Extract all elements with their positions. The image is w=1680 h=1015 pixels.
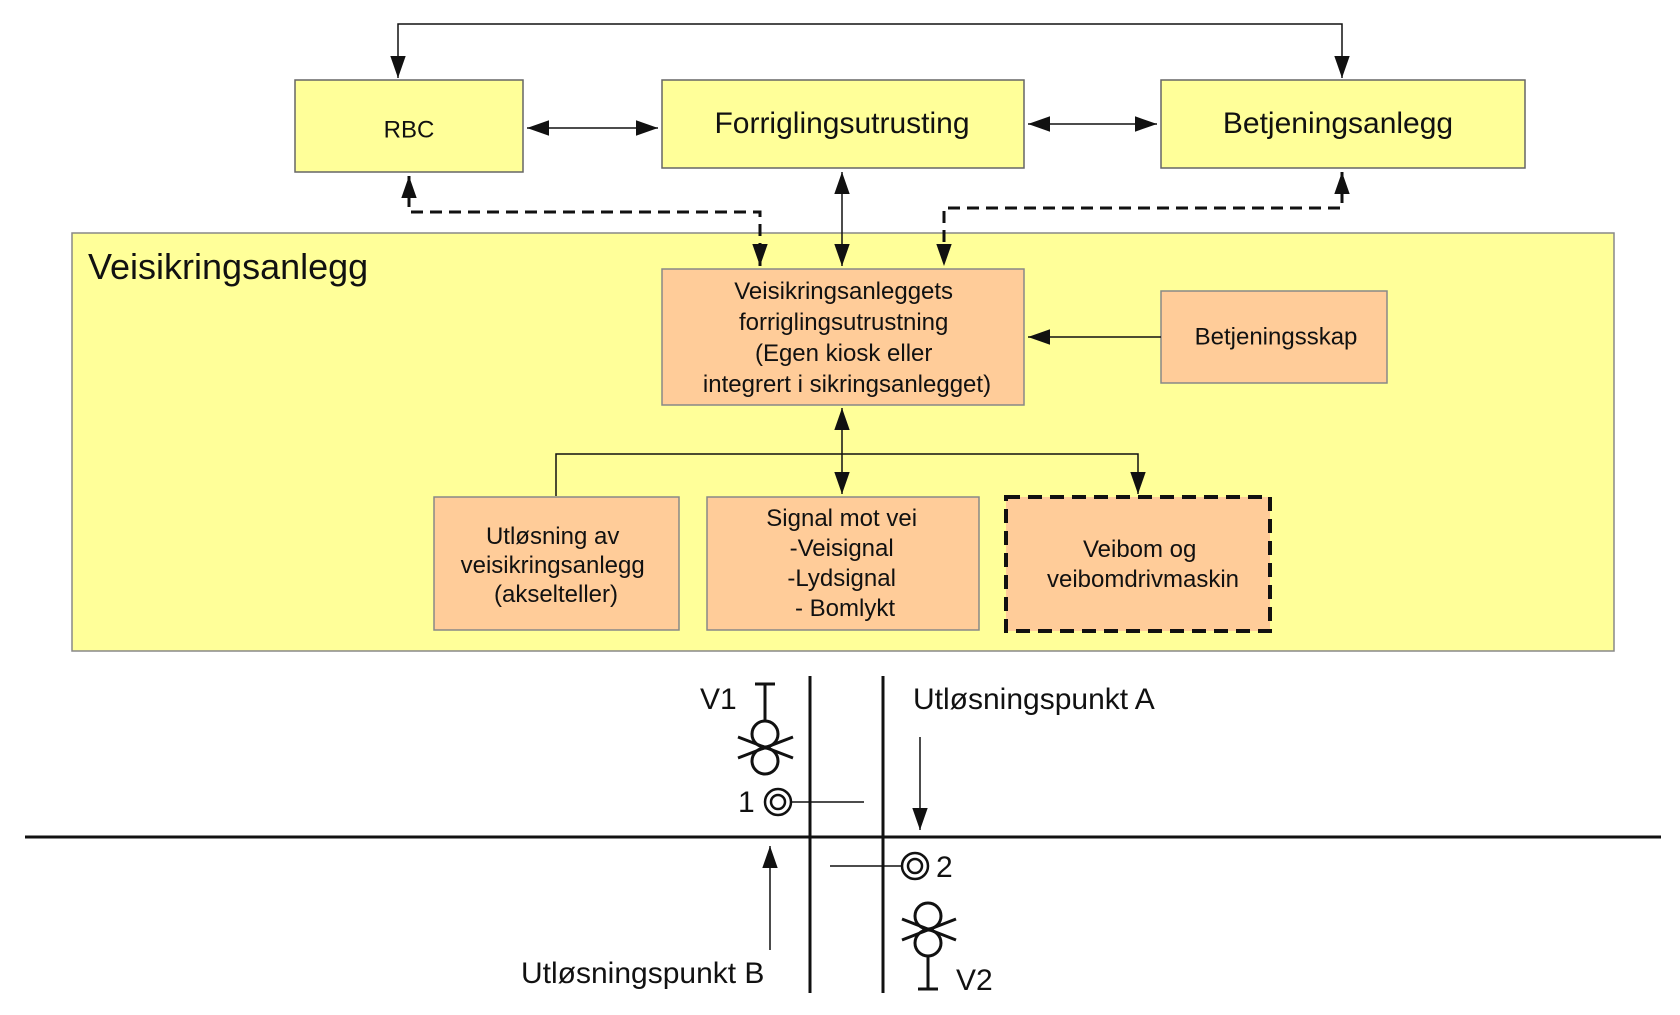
dashed-rbc-connector — [401, 176, 768, 266]
signal-label: Signal mot vei -Veisignal -Lydsignal - B… — [766, 505, 923, 622]
track-schematic: V1 1 2 V2 Utløsningspunkt A — [25, 676, 1661, 997]
top-loop-connector — [390, 23, 1350, 78]
trigger-line-1: Utløsning av — [486, 523, 619, 550]
trigger-point-b-label: Utløsningspunkt B — [521, 957, 764, 990]
rbc-label: RBC — [384, 116, 435, 143]
dashed-betjening-connector — [936, 172, 1350, 266]
interlock-line-4: integrert i sikringsanlegget) — [703, 371, 991, 398]
axle-counter-1-label: 1 — [738, 786, 755, 819]
barrier-line-2: veibomdrivmaskin — [1047, 566, 1239, 593]
v2-label: V2 — [956, 964, 993, 997]
trigger-line-2: veisikringsanlegg — [461, 552, 645, 579]
interlock-line-2: forriglingsutrustning — [739, 309, 948, 336]
barrier-box: Veibom og veibomdrivmaskin — [1004, 495, 1272, 633]
betjening-box: Betjeningsanlegg — [1160, 79, 1526, 169]
panel-title: Veisikringsanlegg — [88, 246, 368, 287]
trigger-point-a-label: Utløsningspunkt A — [913, 683, 1155, 716]
interlock-label: Veisikringsanleggets forriglingsutrustni… — [703, 278, 991, 398]
road-signal-v1-icon — [737, 682, 794, 776]
v1-label: V1 — [700, 683, 737, 716]
forrigling-box: Forriglingsutrusting — [661, 79, 1025, 169]
trigger-line-3: (akselteller) — [494, 581, 618, 608]
betjening-label: Betjeningsanlegg — [1223, 107, 1453, 140]
interlock-line-3: (Egen kiosk eller — [755, 340, 932, 367]
barrier-line-1: Veibom og — [1083, 536, 1196, 563]
rbc-box: RBC — [294, 79, 524, 173]
signal-box: Signal mot vei -Veisignal -Lydsignal - B… — [706, 496, 980, 631]
barrier-label: Veibom og veibomdrivmaskin — [1047, 536, 1239, 593]
signal-line-1: Signal mot vei — [766, 505, 917, 532]
control-cabinet-box: Betjeningsskap — [1160, 290, 1388, 384]
road-signal-v2-icon — [901, 901, 957, 991]
trigger-box: Utløsning av veisikringsanlegg (akseltel… — [433, 496, 680, 631]
forrigling-label: Forriglingsutrusting — [714, 107, 969, 140]
trigger-label: Utløsning av veisikringsanlegg (akseltel… — [461, 523, 652, 608]
signal-line-2: -Veisignal — [790, 535, 894, 562]
axle-counter-2-icon — [830, 851, 930, 881]
interlock-line-1: Veisikringsanleggets — [734, 278, 953, 305]
axle-counter-1-icon — [763, 787, 864, 817]
signal-line-3: -Lydsignal — [787, 565, 896, 592]
control-cabinet-label: Betjeningsskap — [1195, 323, 1358, 350]
signal-line-4: - Bomlykt — [795, 595, 895, 622]
interlock-box: Veisikringsanleggets forriglingsutrustni… — [661, 268, 1025, 406]
axle-counter-2-label: 2 — [936, 851, 953, 884]
